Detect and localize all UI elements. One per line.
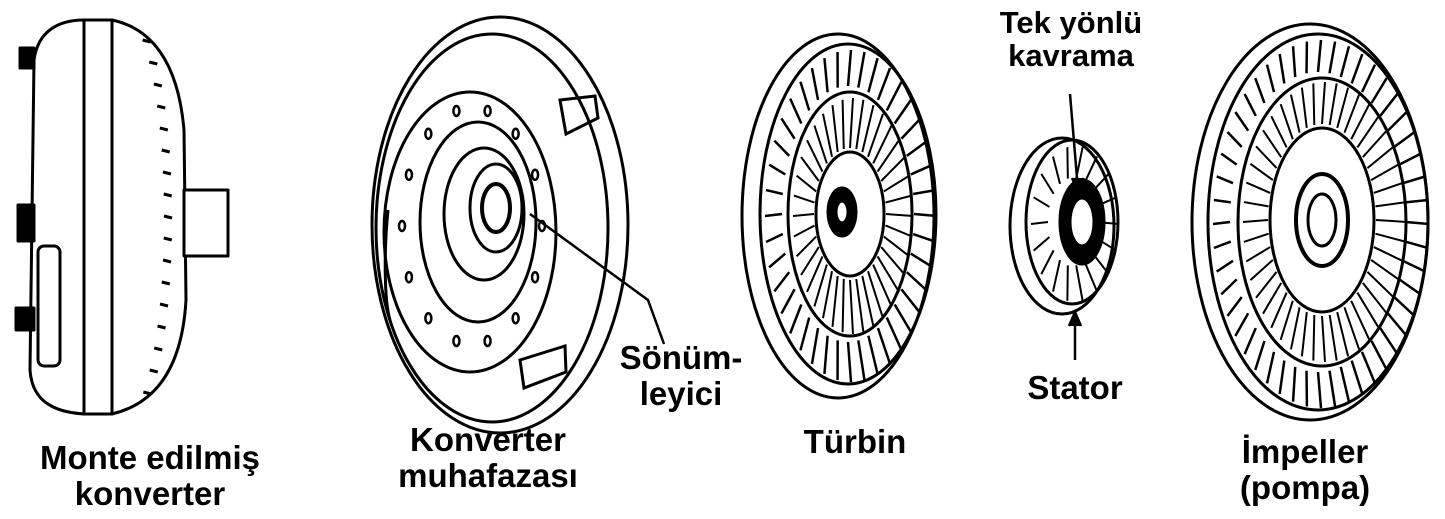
assembled-edge-tick xyxy=(162,150,170,152)
assembled-edge-tick xyxy=(164,216,172,218)
assembled-edge-tick xyxy=(154,348,162,350)
label-stator: Stator xyxy=(1000,370,1150,406)
label-one-way-clutch-line2: kavrama xyxy=(966,39,1176,72)
assembled-edge-tick xyxy=(163,260,171,262)
converter-housing-drawing xyxy=(372,17,628,433)
label-assembled-line2: konverter xyxy=(0,476,300,512)
assembled-edge-tick xyxy=(154,84,162,86)
label-assembled-line1: Monte edilmiş xyxy=(0,440,300,476)
assembled-edge-tick xyxy=(158,326,166,328)
label-housing-line1: Konverter xyxy=(368,422,608,458)
assembled-converter-drawing xyxy=(16,20,228,414)
impeller-drawing xyxy=(1192,24,1429,420)
assembled-edge-tick xyxy=(164,238,172,240)
turbine-inner-blade xyxy=(843,100,844,149)
assembled-edge-tick xyxy=(164,194,172,196)
assembled-edge-tick xyxy=(149,62,157,64)
assembled-edge-tick xyxy=(157,106,165,108)
label-assembled-converter: Monte edilmiş konverter xyxy=(0,440,300,511)
assembled-edge-tick xyxy=(143,40,151,42)
label-damper-line2: leyici xyxy=(596,376,766,412)
assembled-edge-tick xyxy=(162,282,170,284)
turbine-inner-blade xyxy=(843,279,844,332)
impeller-inner-blade xyxy=(1313,83,1314,125)
label-impeller-line2: (pompa) xyxy=(1220,470,1390,506)
label-converter-housing: Konverter muhafazası xyxy=(368,422,608,493)
label-turbine-line1: Türbin xyxy=(770,424,940,460)
label-impeller: İmpeller (pompa) xyxy=(1220,434,1390,505)
label-damper: Sönüm- leyici xyxy=(596,340,766,411)
stator-drawing xyxy=(1010,138,1119,314)
label-impeller-line1: İmpeller xyxy=(1220,434,1390,470)
assembled-edge-tick xyxy=(160,304,168,306)
assembled-edge-tick xyxy=(160,128,168,130)
turbine-drawing xyxy=(742,34,937,398)
assembled-edge-tick xyxy=(150,370,158,372)
label-housing-line2: muhafazası xyxy=(368,458,608,494)
label-one-way-clutch-line1: Tek yönlü xyxy=(966,6,1176,39)
label-one-way-clutch: Tek yönlü kavrama xyxy=(966,6,1176,73)
label-damper-line1: Sönüm- xyxy=(596,340,766,376)
impeller-inner-blade xyxy=(1313,315,1314,361)
assembled-edge-tick xyxy=(163,172,171,174)
label-stator-line1: Stator xyxy=(1000,370,1150,406)
assembled-edge-tick xyxy=(143,392,151,394)
label-turbine: Türbin xyxy=(770,424,940,460)
